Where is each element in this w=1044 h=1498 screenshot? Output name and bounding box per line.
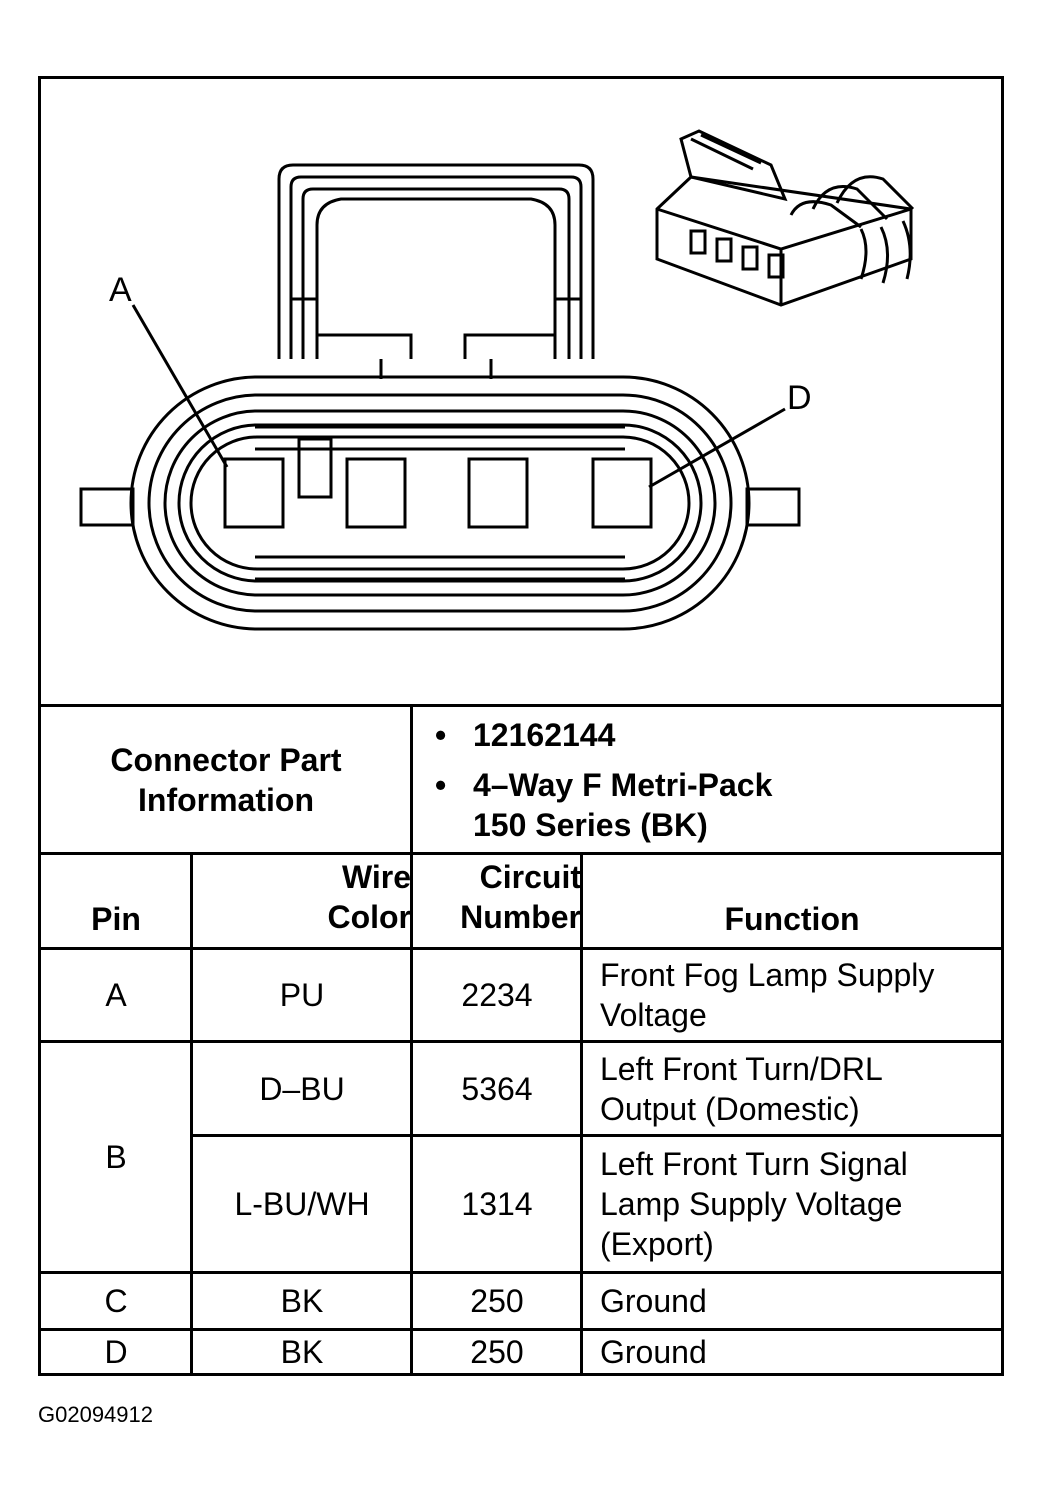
row-a-function-line1: Front Fog Lamp Supply (600, 957, 935, 993)
figure-id: G02094912 (38, 1402, 153, 1427)
connector-info-label-line1: Connector Part (110, 742, 342, 778)
row-a-function-line2: Voltage (600, 997, 707, 1033)
divider-header (41, 947, 1001, 950)
header-circuit-line1: Circuit (479, 859, 581, 895)
connector-description-line2: 150 Series (BK) (473, 807, 708, 843)
header-circuit-number: Circuit Number (413, 855, 581, 947)
divider-info (41, 852, 1001, 855)
row-a-wire: PU (279, 977, 325, 1013)
header-wire-color-line1: Wire (341, 859, 411, 895)
divider-info-vertical (410, 704, 413, 854)
row-c-function: Ground (600, 1283, 707, 1319)
row-a-circuit: 2234 (461, 977, 533, 1013)
divider-row-c (41, 1328, 1001, 1331)
divider-row-a (41, 1040, 1001, 1043)
pin-label-d: D (787, 379, 812, 417)
divider-row-b1 (191, 1134, 1001, 1137)
row-a-pin: A (105, 977, 127, 1013)
header-circuit-line2: Number (460, 899, 581, 935)
row-b2-circuit: 1314 (461, 1186, 533, 1222)
row-d-function: Ground (600, 1334, 707, 1370)
row-b2-function-line2: Lamp Supply Voltage (600, 1186, 903, 1222)
header-function: Function (724, 901, 860, 937)
connector-figure-frame: A D Connector Part Information 12162144 … (38, 76, 1004, 1376)
row-c-pin: C (104, 1283, 128, 1319)
row-b1-wire: D–BU (259, 1070, 345, 1107)
row-b1-function-line1: Left Front Turn/DRL (600, 1050, 883, 1087)
divider-diagram (41, 704, 1001, 707)
row-c-wire: BK (280, 1283, 324, 1319)
row-d-wire: BK (280, 1334, 324, 1370)
row-b1-circuit: 5364 (461, 1070, 533, 1107)
row-c-circuit: 250 (470, 1283, 524, 1319)
connector-diagram: A D (79, 129, 915, 631)
divider-col-wire (410, 852, 413, 1373)
divider-col-circuit (580, 852, 583, 1373)
row-b1-function: Left Front Turn/DRL Output (Domestic) (583, 1043, 1001, 1134)
row-d-pin: D (104, 1334, 128, 1370)
row-a-function: Front Fog Lamp Supply Voltage (583, 950, 1001, 1040)
row-b2-function-line3: (Export) (600, 1226, 714, 1262)
row-d-circuit: 250 (470, 1334, 524, 1370)
connector-description-line1: 4–Way F Metri-Pack (435, 765, 772, 805)
row-b-pin: B (105, 1139, 127, 1175)
row-b2-wire: L-BU/WH (234, 1186, 370, 1222)
row-b1-function-line2: Output (Domestic) (600, 1090, 860, 1127)
connector-info-values: 12162144 4–Way F Metri-Pack 150 Series (… (413, 707, 1001, 855)
header-wire-color-line2: Color (327, 899, 411, 935)
header-wire-color: Wire Color (193, 855, 411, 947)
pin-label-a: A (109, 271, 132, 309)
row-b2-function: Left Front Turn Signal Lamp Supply Volta… (583, 1137, 1001, 1271)
connector-info-label-line2: Information (138, 782, 314, 818)
divider-row-b2 (41, 1271, 1001, 1274)
header-pin: Pin (91, 901, 141, 937)
connector-info-label: Connector Part Information (41, 707, 411, 853)
row-b2-function-line1: Left Front Turn Signal (600, 1146, 908, 1182)
part-number: 12162144 (435, 715, 615, 755)
divider-col-pin (190, 852, 193, 1373)
